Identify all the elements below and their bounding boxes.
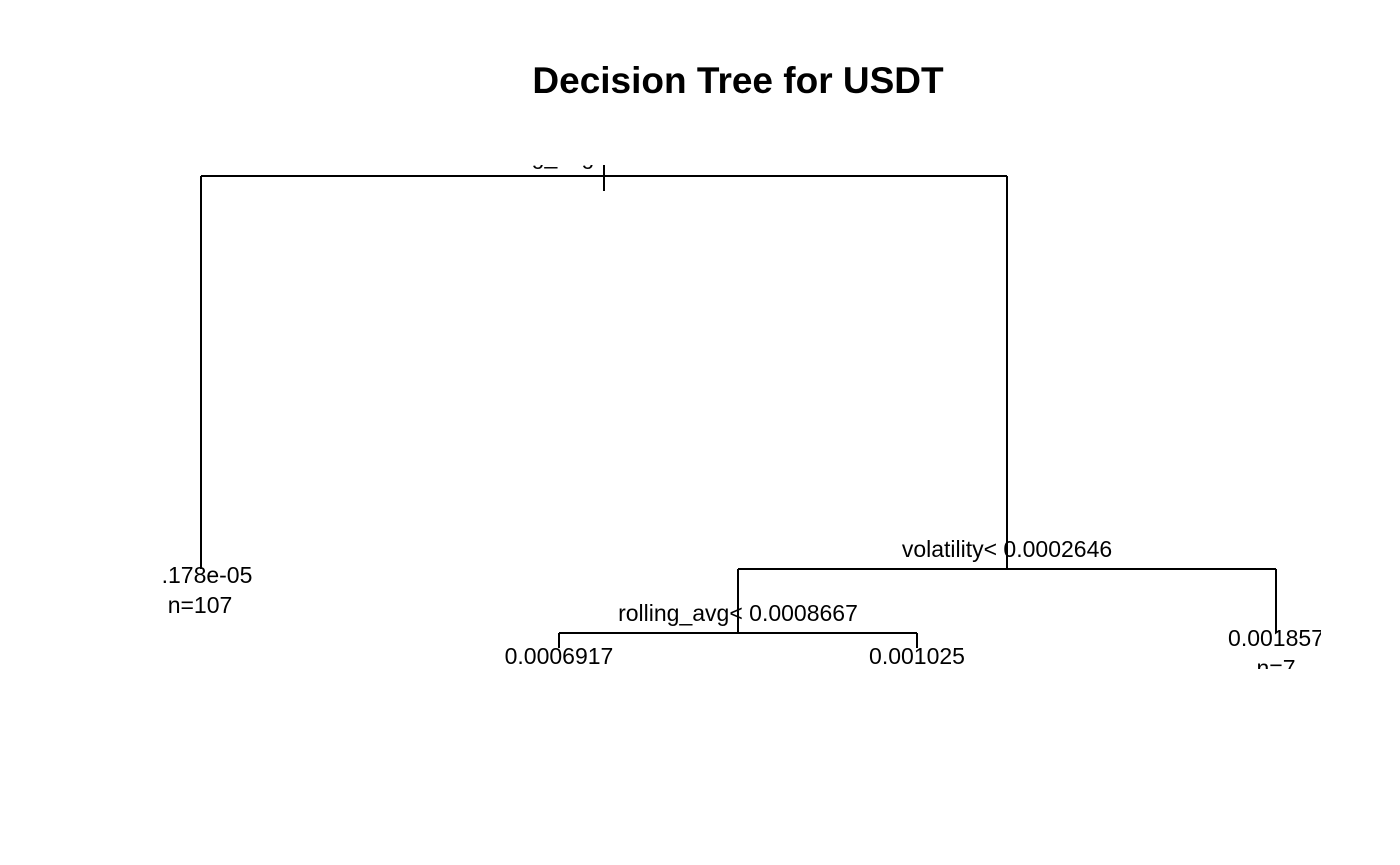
chart-title: Decision Tree for USDT [532,60,944,101]
root-split-label: rolling_avg< 0.0005855 [483,143,723,169]
left-leaf-value: .178e-05 [162,562,253,588]
right-leaf-n: n=7 [1256,655,1295,681]
mid-left-leaf-value: 0.0006917 [505,643,614,669]
tree-body: rolling_avg< 0.0005855 .178e-05 n=107 vo… [162,143,1324,681]
mid-node-split-label: rolling_avg< 0.0008667 [618,600,858,626]
left-leaf-n: n=107 [168,592,233,618]
right-node-split-label: volatility< 0.0002646 [902,536,1112,562]
mid-right-leaf-value: 0.001025 [869,643,965,669]
right-leaf-value: 0.001857 [1228,625,1324,651]
